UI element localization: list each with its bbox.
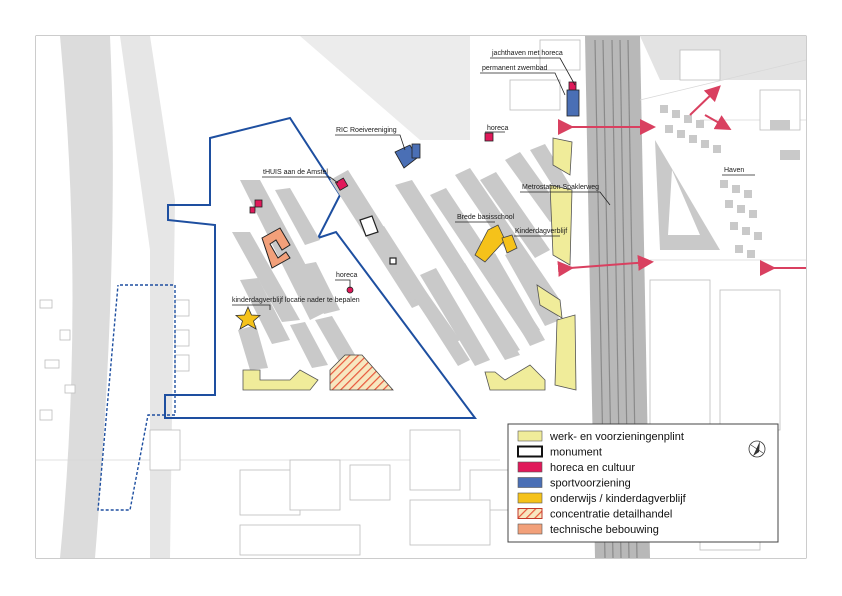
legend-label-2: horeca en cultuur bbox=[550, 462, 635, 474]
legend-swatch-6 bbox=[517, 523, 543, 535]
map-labels: jachthaven met horeca permanent zwembad … bbox=[232, 50, 744, 304]
label-haven: Haven bbox=[724, 167, 744, 174]
label-metro: Metrostation Spaklerweg bbox=[522, 184, 599, 191]
legend-label-3: sportvoorziening bbox=[550, 478, 631, 490]
plan-boundary bbox=[164, 116, 477, 419]
legend-label-6: technische bebouwing bbox=[550, 524, 659, 536]
leader-lines bbox=[232, 57, 755, 310]
label-thuis: tHUIS aan de Amstel bbox=[263, 169, 328, 176]
label-jachthaven: jachthaven met horeca bbox=[491, 50, 563, 57]
werk-plint-buildings bbox=[242, 137, 577, 391]
label-kdv-locatie: kinderdagverblijf locatie nader te bepal… bbox=[232, 297, 360, 304]
north-arrow-icon bbox=[748, 440, 766, 458]
label-horeca-mid: horeca bbox=[336, 272, 358, 279]
legend-swatch-3 bbox=[517, 477, 543, 488]
label-kinderdagverblijf: Kinderdagverblijf bbox=[515, 228, 567, 235]
sport-buildings bbox=[394, 89, 580, 169]
horeca-points bbox=[249, 81, 577, 294]
onderwijs-buildings bbox=[474, 224, 518, 263]
label-horeca-top: horeca bbox=[487, 125, 509, 132]
star-icon bbox=[234, 306, 262, 330]
legend-label-4: onderwijs / kinderdagverblijf bbox=[550, 493, 687, 505]
label-ric: RIC Roeivereniging bbox=[336, 127, 397, 134]
legend-label-0: werk- en voorzieningenplint bbox=[549, 431, 684, 443]
haven-buildings bbox=[655, 105, 800, 258]
plan-boundary-dashed bbox=[97, 284, 176, 511]
legend-label-1: monument bbox=[550, 447, 602, 459]
legend: werk- en voorzieningenplint monument horec… bbox=[507, 423, 779, 543]
label-basisschool: Brede basisschool bbox=[457, 214, 515, 221]
legend-swatch-0 bbox=[517, 430, 543, 442]
label-zwembad: permanent zwembad bbox=[482, 65, 547, 72]
legend-swatch-2 bbox=[517, 461, 543, 473]
route-arrows bbox=[557, 85, 806, 277]
monument-buildings bbox=[359, 215, 397, 265]
legend-swatch-1 bbox=[517, 445, 543, 458]
legend-box bbox=[507, 423, 779, 543]
legend-swatch-4 bbox=[517, 492, 543, 504]
detailhandel-area bbox=[329, 354, 394, 391]
road-west bbox=[60, 36, 113, 558]
legend-swatch-5 bbox=[517, 508, 543, 519]
legend-label-5: concentratie detailhandel bbox=[550, 509, 672, 521]
technische-bebouwing bbox=[261, 227, 291, 269]
